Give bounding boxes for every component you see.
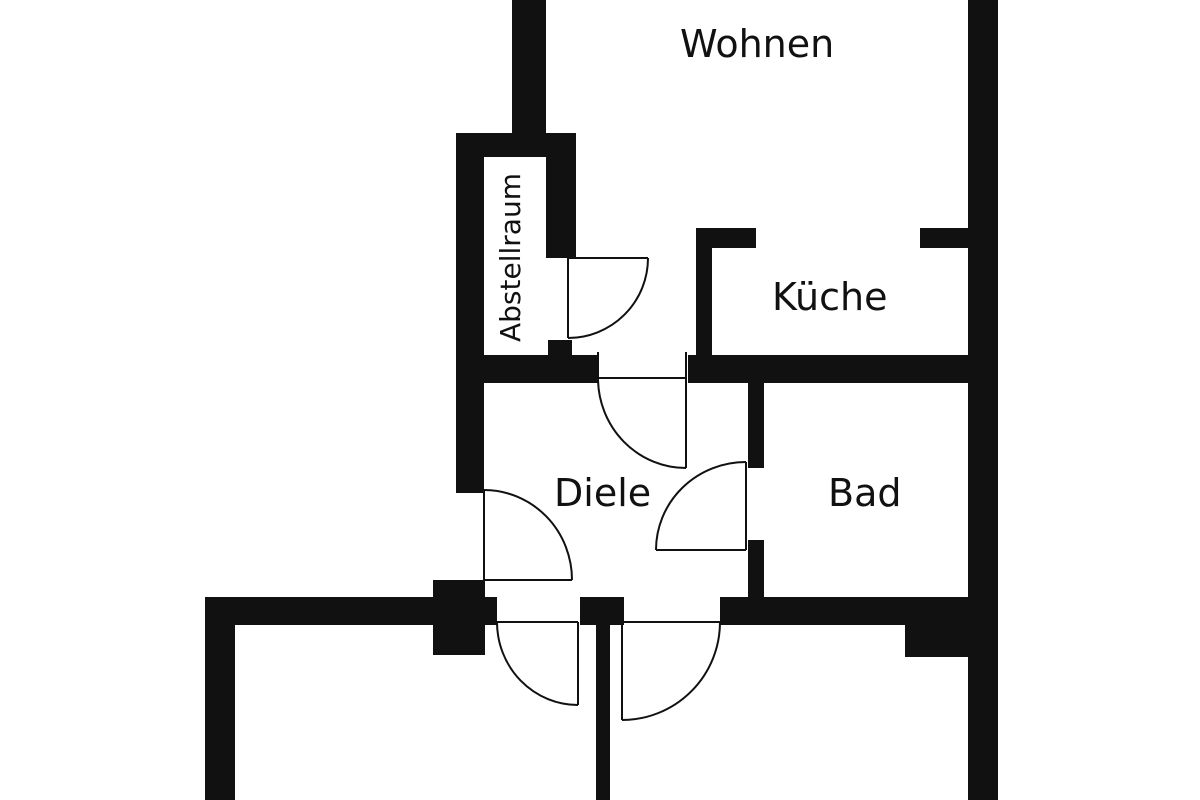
door-lower-left-room	[496, 621, 579, 706]
door-lower-right-room	[621, 621, 721, 721]
wall-abstellraum-left	[456, 133, 484, 493]
label-diele: Diele	[554, 471, 651, 515]
wall-abstellraum-right	[546, 133, 576, 258]
doors	[483, 257, 747, 721]
wall-bad-left-upper	[748, 383, 764, 468]
wall-lower-divider	[596, 597, 610, 800]
label-kueche: Küche	[772, 275, 887, 319]
wall-left-exterior	[205, 597, 235, 800]
wall-wohnen-left	[512, 0, 546, 140]
label-bad: Bad	[828, 471, 901, 515]
wall-diele-top-left	[456, 355, 598, 383]
door-bad	[655, 461, 747, 551]
pillar-right	[905, 597, 978, 657]
wall-kueche-top-right	[920, 228, 978, 248]
door-diele-top	[597, 377, 687, 469]
label-abstellraum: Abstellraum	[494, 173, 527, 342]
label-wohnen: Wohnen	[680, 22, 834, 66]
wall-bad-left-lower	[748, 540, 764, 605]
door-abstellraum	[567, 257, 649, 339]
room-labels: Wohnen Küche Diele Bad Abstellraum	[494, 22, 901, 515]
pillar-left	[433, 580, 485, 655]
wall-kueche-left	[696, 228, 712, 363]
wall-kueche-top-left	[696, 228, 756, 248]
walls	[205, 0, 998, 800]
door-diele-left	[483, 489, 573, 581]
wall-diele-top-right	[688, 355, 978, 383]
wall-right-exterior	[968, 0, 998, 800]
